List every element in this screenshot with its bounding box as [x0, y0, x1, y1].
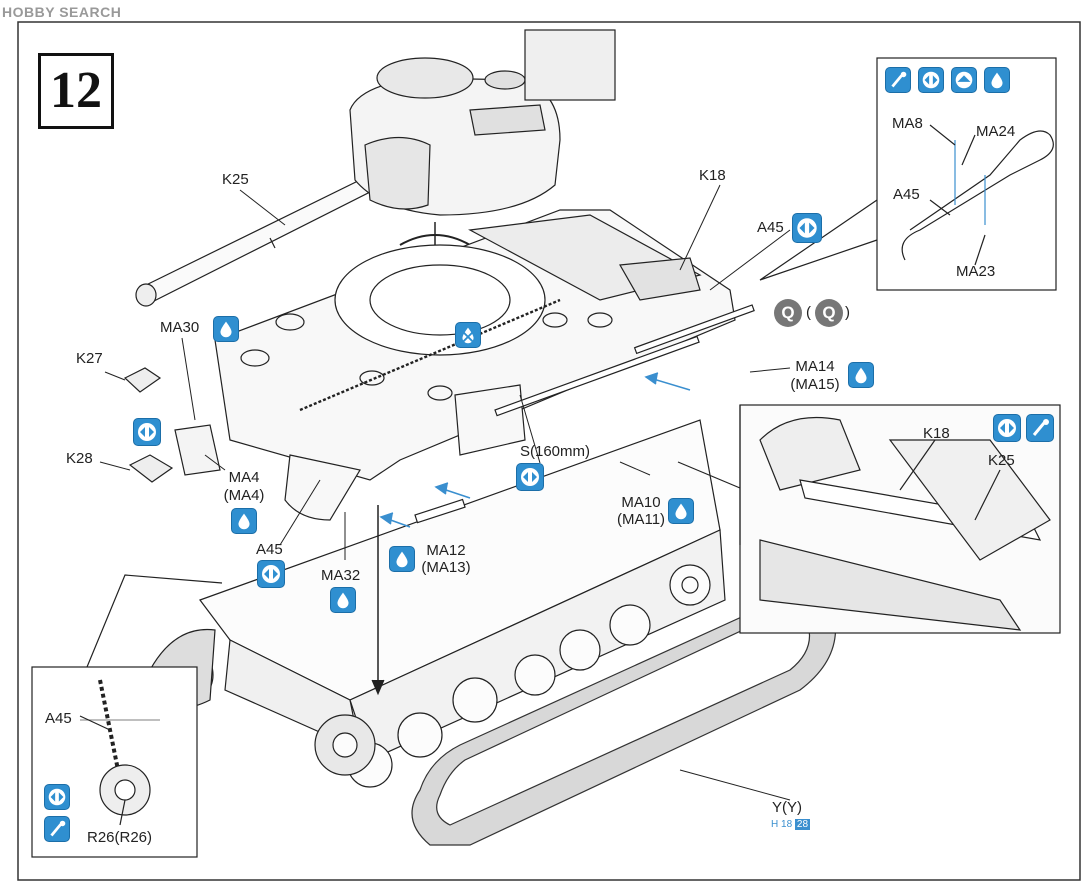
inset-mid-right-box [677, 404, 1061, 634]
label-track: Y(Y) [772, 799, 802, 816]
inset-label-k18: K18 [923, 425, 950, 442]
label-ma12: MA12 [426, 542, 466, 559]
no-glue-icon [455, 322, 481, 348]
glue-drop-icon [231, 508, 257, 534]
turret [349, 29, 616, 216]
inset-label-a45: A45 [893, 186, 920, 203]
lower-hull [149, 419, 726, 788]
label-ma11-alt: (MA11) [616, 511, 666, 528]
part-ma14 [633, 304, 755, 355]
label-ma10: MA10 [621, 494, 661, 511]
leader-lines [99, 184, 791, 801]
label-k18: K18 [699, 167, 726, 184]
inset-label-r26: R26(R26) [87, 829, 153, 846]
part-ma4 [174, 424, 221, 476]
label-k25: K25 [222, 171, 249, 188]
both-sides-icon [516, 463, 544, 491]
both-sides-icon [257, 560, 285, 588]
glue-drop-icon [668, 498, 694, 524]
gun-barrel [135, 179, 371, 307]
inset-label-k25: K25 [988, 452, 1015, 469]
watermark-logo: HOBBY SEARCH [2, 4, 122, 20]
label-ma4-alt: (MA4) [223, 487, 265, 504]
label-ma14: MA14 [795, 358, 835, 375]
glue-drop-icon [984, 67, 1010, 93]
q-paren-close: ) [845, 304, 850, 321]
q-paren-open: ( [806, 304, 811, 321]
q-mark-2: Q [815, 299, 843, 327]
page-ref-h: H [771, 819, 779, 830]
part-ma12 [414, 498, 466, 524]
arrow-up-icon [951, 67, 977, 93]
label-a45: A45 [757, 219, 784, 236]
label-k27: K27 [76, 350, 103, 367]
page-frame [17, 21, 1081, 881]
q-mark-1: Q [774, 299, 802, 327]
both-sides-icon [792, 213, 822, 243]
inset-label-ma23: MA23 [956, 263, 996, 280]
page-ref-28: 28 [794, 819, 811, 830]
both-sides-icon [44, 784, 70, 810]
part-k27 [123, 367, 162, 393]
inset-label-ma24: MA24 [976, 123, 1016, 140]
label-ma4: MA4 [228, 469, 260, 486]
label-ma15-alt: (MA15) [790, 376, 840, 393]
part-ma10 [494, 335, 700, 417]
inset-top-right-box [759, 57, 1057, 291]
label-k28: K28 [66, 450, 93, 467]
both-sides-icon [133, 418, 161, 446]
glue-drop-icon [389, 546, 415, 572]
glue-drop-icon [330, 587, 356, 613]
paint-brush-icon [885, 67, 911, 93]
both-sides-icon [993, 414, 1021, 442]
part-k28 [128, 454, 174, 483]
glue-drop-icon [848, 362, 874, 388]
inset-label-ma8: MA8 [892, 115, 923, 132]
label-ma32: MA32 [321, 567, 361, 584]
blue-arrows [379, 372, 691, 528]
label-a45-left: A45 [256, 541, 283, 558]
label-s-wire: S(160mm) [520, 443, 591, 460]
paint-brush-icon [1026, 414, 1054, 442]
page-reference: H 18 28 [771, 819, 811, 830]
both-sides-icon [918, 67, 944, 93]
glue-drop-icon [213, 316, 239, 342]
label-ma30: MA30 [160, 319, 200, 336]
step-number: 12 [38, 53, 114, 129]
inset-label-a45-left: A45 [45, 710, 72, 727]
label-ma13-alt: (MA13) [421, 559, 471, 576]
page-ref-18: 18 [781, 819, 793, 830]
paint-brush-icon [44, 816, 70, 842]
